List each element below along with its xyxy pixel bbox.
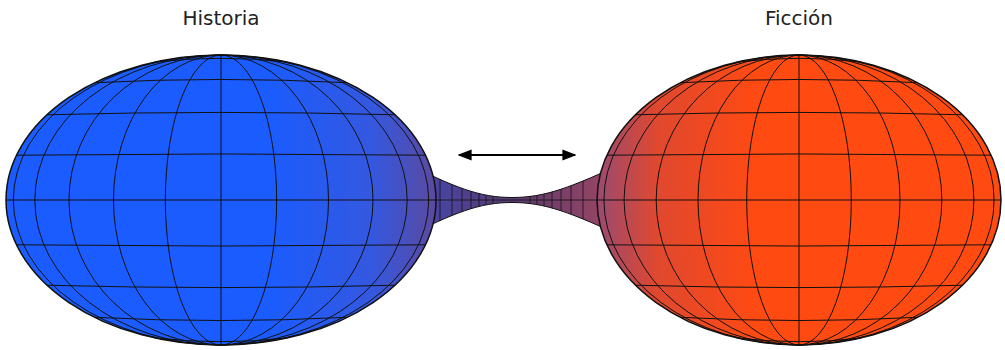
ellipsoid-shape [3,0,439,348]
ellipsoid-grid [6,55,436,345]
ellipsoid-outline [6,55,436,345]
ellipsoid-heading: Ficción [595,6,1003,30]
ellipsoid-node: Historia [3,0,439,348]
ellipsoid-heading: Historia [3,6,439,30]
double-arrow [459,154,575,156]
ellipsoid-grid [597,55,1001,345]
ellipsoid-node: Ficción [595,0,1003,348]
ellipsoid-body [6,55,436,345]
ellipsoid-body [597,55,1001,345]
ellipsoid-outline [597,55,1001,345]
ellipsoid-shape [595,0,1003,348]
